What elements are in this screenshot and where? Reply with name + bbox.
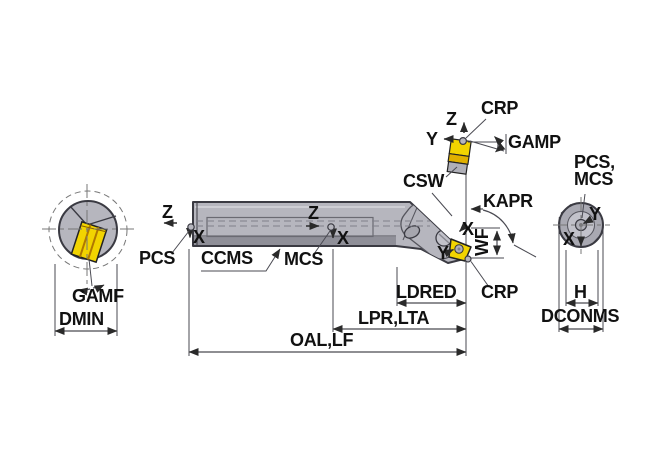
end-chamfer-bottom-right [591,236,601,245]
csw-leader-1 [445,166,458,178]
y-axis-arrow-right-view [583,215,594,225]
kapr-label: KAPR [483,191,533,211]
csw-label: CSW [403,171,445,191]
gamf-arrow-left [77,287,91,296]
left-end-view [42,184,136,335]
z-mid-label: Z [308,203,319,223]
h-label: H [574,282,587,302]
ccms-leader [201,248,281,272]
crp-top-point [459,137,468,146]
reference-lines [54,148,604,356]
kapr-edge-line [513,244,537,258]
clamp-hole [403,225,421,239]
x-left-label: X [193,227,205,247]
dmin-label: DMIN [59,309,104,329]
pcs-leader [171,230,190,254]
kapr-arc [482,209,516,244]
y-right-label: Y [589,204,601,224]
oal-lf-label: OAL,LF [290,330,354,350]
pcs-point [187,223,195,231]
gamp-arrow-up [494,136,505,147]
gamf-label: GAMF [72,286,124,306]
crp-top-label: CRP [481,98,519,118]
insert-side-detail [431,118,507,217]
gamp-arrow-down [495,142,506,153]
z-left-label: Z [162,202,173,222]
crp-bottom-point [464,255,472,263]
crp-top-leader [465,118,487,139]
gamp-label: GAMP [508,132,561,152]
pcs-mcs-right-label: PCS,MCS [574,152,615,190]
shank-annotations [163,219,337,272]
dconms-label: DCONMS [541,306,620,326]
wf-label: WF [472,228,492,256]
x-mid-label: X [337,228,349,248]
y-axis-arrow-head [443,248,454,258]
head-annotations [443,205,537,288]
x-head-label: X [462,219,474,239]
insert-front-view [70,220,108,264]
pcs-mcs-right-leader [581,193,586,219]
end-chamfer-top-left [560,203,572,215]
shank-slot [206,216,374,238]
shank-bottom-stripe [194,237,396,245]
insert-screw-center [457,247,461,251]
mcs-leader [313,230,331,255]
gamf-arrow-right [92,284,105,293]
lpr-lta-label: LPR,LTA [358,308,430,328]
gamf-leader [88,258,93,287]
pcs-right-line1: PCS, [574,152,615,172]
crp-bottom-label: CRP [481,282,519,302]
pcs-right-line2: MCS [574,169,614,190]
screw-slot [438,233,450,244]
z-top-label: Z [446,109,457,129]
ldred-label: LDRED [396,282,457,302]
bottom-dimensions [188,299,467,356]
csw-leader-2 [431,192,453,217]
y-top-label: Y [426,129,438,149]
mcs-label: MCS [284,249,324,269]
crp-bottom-leader [470,261,490,288]
y-head-label: Y [437,243,449,263]
min-bore-dashed-circle [48,190,128,270]
x-right-label: X [563,229,575,249]
x-axis-arrow-head [459,221,470,232]
ccms-label: CCMS [201,248,253,268]
mcs-point [327,223,335,231]
right-end-view [553,193,610,333]
pcs-label: PCS [139,248,176,268]
